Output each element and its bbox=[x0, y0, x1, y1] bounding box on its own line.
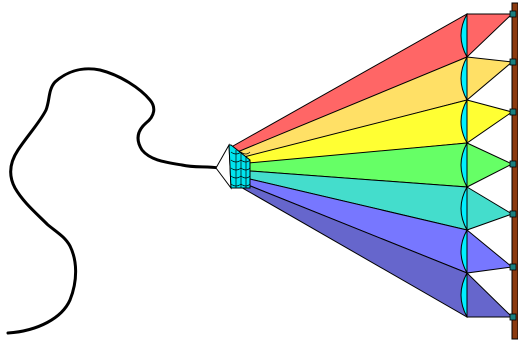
detector-pixel-4 bbox=[510, 161, 516, 167]
focus-red bbox=[467, 14, 512, 57]
focus-yellow bbox=[467, 100, 512, 143]
detector-pixel-7 bbox=[510, 314, 516, 320]
focused-beams bbox=[467, 14, 512, 317]
detector-pixel-1 bbox=[510, 11, 516, 17]
focus-indigo bbox=[467, 273, 512, 317]
detector-pixel-2 bbox=[510, 59, 516, 65]
focus-green bbox=[467, 143, 512, 187]
detector-pixel-5 bbox=[510, 211, 516, 217]
optical-fiber bbox=[8, 69, 219, 333]
detector-pixel-3 bbox=[510, 109, 516, 115]
detector-pixel-6 bbox=[510, 264, 516, 270]
coupling-cone bbox=[216, 145, 231, 188]
beam-group bbox=[233, 14, 467, 317]
detector-bar bbox=[512, 3, 518, 339]
focus-blue bbox=[467, 230, 512, 273]
focus-yellow-orange bbox=[467, 57, 512, 100]
focus-cyan bbox=[467, 187, 512, 230]
